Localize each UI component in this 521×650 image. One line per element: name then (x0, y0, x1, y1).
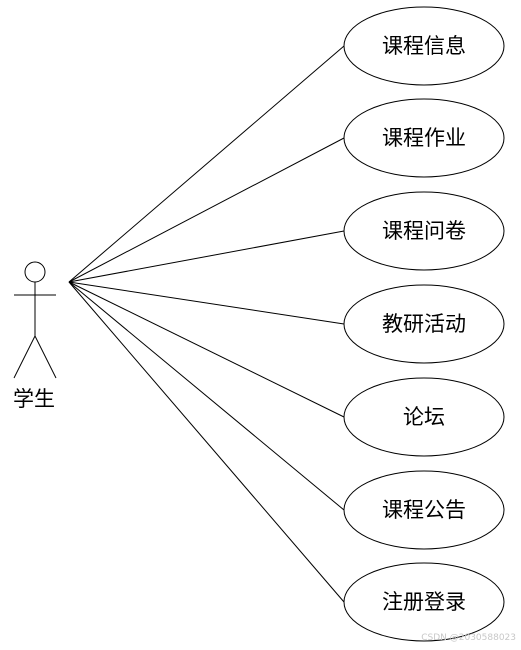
use-case-label: 注册登录 (382, 590, 466, 614)
use-case-3: 课程问卷 (343, 191, 505, 271)
use-case-4: 教研活动 (343, 284, 505, 364)
actor-student: 学生 (13, 261, 57, 411)
use-case-label: 课程作业 (382, 126, 466, 150)
use-case-ellipse (343, 470, 505, 550)
use-case-ellipse (343, 562, 505, 642)
use-case-2: 课程作业 (343, 98, 505, 178)
actor-label: 学生 (13, 387, 55, 411)
actor-left-leg (13, 335, 36, 379)
use-case-7: 注册登录 (343, 562, 505, 642)
use-case-label: 论坛 (403, 405, 445, 429)
use-case-ellipse (343, 98, 505, 178)
actor-head (24, 261, 46, 283)
use-case-1: 课程信息 (343, 6, 505, 86)
association-line (68, 281, 345, 511)
use-case-6: 课程公告 (343, 470, 505, 550)
actor-right-leg (34, 335, 57, 379)
association-line (68, 137, 345, 283)
association-lines (68, 45, 345, 603)
use-case-ellipse (343, 6, 505, 86)
association-line (68, 281, 345, 325)
use-case-label: 课程问卷 (382, 219, 466, 243)
association-line (68, 281, 345, 418)
association-line (68, 45, 345, 283)
association-line (68, 230, 345, 283)
use-case-label: 课程信息 (382, 34, 466, 58)
use-case-label: 教研活动 (382, 312, 466, 336)
use-case-ellipse (343, 377, 505, 457)
watermark-text: CSDN @2030588023 (421, 633, 516, 643)
use-case-5: 论坛 (343, 377, 505, 457)
association-line (68, 281, 345, 603)
use-case-ellipse (343, 191, 505, 271)
use-case-ellipse (343, 284, 505, 364)
use-case-label: 课程公告 (382, 498, 466, 522)
